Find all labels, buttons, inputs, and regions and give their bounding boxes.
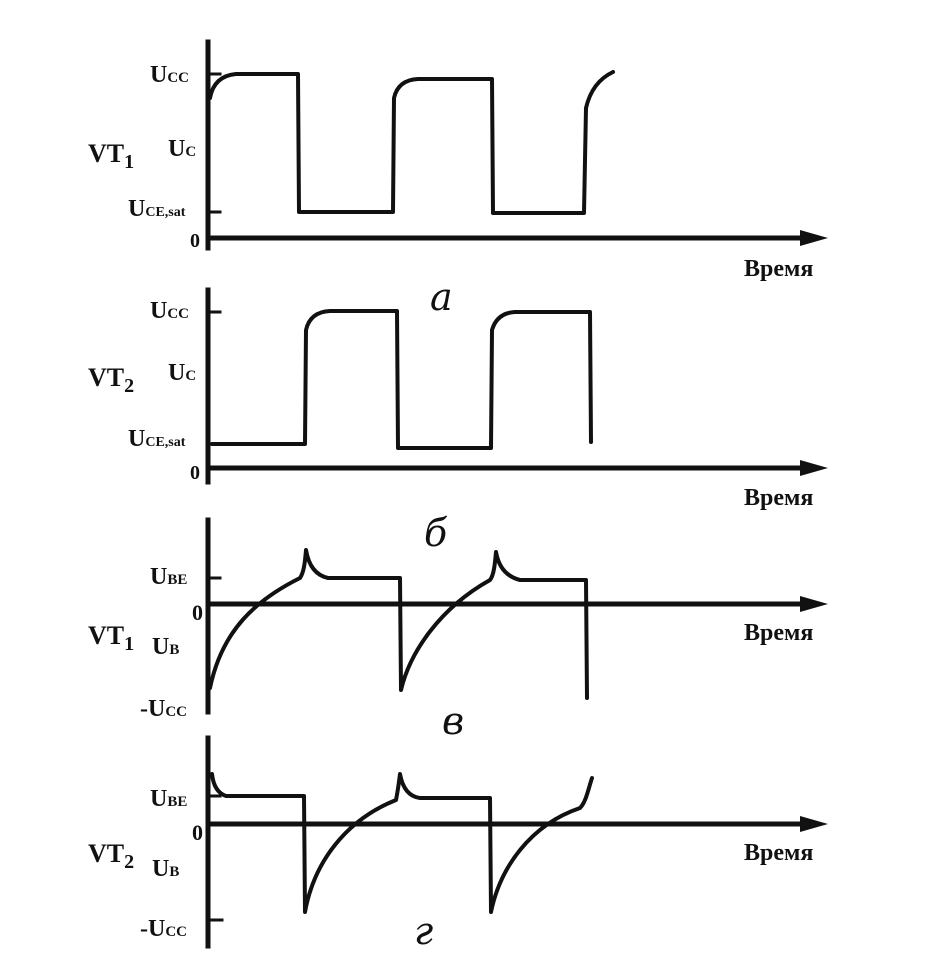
panel-g-label-ube: UBE bbox=[150, 786, 187, 812]
panel-a-x-arrow bbox=[800, 230, 828, 246]
panel-a-time-label: Время bbox=[744, 256, 813, 282]
panel-g: UBE 0 VT2 UB -UCC Время г bbox=[88, 735, 828, 953]
panel-a-label-transistor: VT1 bbox=[88, 139, 134, 173]
panel-b-x-arrow bbox=[800, 460, 828, 476]
panel-g-x-arrow bbox=[800, 816, 828, 832]
panel-a-label-zero: 0 bbox=[190, 230, 200, 252]
panel-v-base-waveform bbox=[208, 548, 589, 700]
panel-b-label-ucc: UCC bbox=[150, 298, 189, 324]
panel-b-label-transistor: VT2 bbox=[88, 363, 134, 397]
panel-v-caption: в bbox=[442, 699, 464, 743]
panel-b-label-ucesat: UCE,sat bbox=[128, 426, 186, 452]
panel-b-label-signal: UC bbox=[168, 360, 196, 386]
panel-b-time-label: Время bbox=[744, 485, 813, 511]
panel-g-label-signal: UB bbox=[152, 856, 179, 882]
panel-g-label-transistor: VT2 bbox=[88, 839, 134, 873]
panel-g-label-minus-ucc: -UCC bbox=[140, 916, 187, 942]
panel-g-base-waveform bbox=[210, 772, 594, 914]
panel-g-label-zero: 0 bbox=[192, 820, 203, 845]
panel-a-collector-waveform bbox=[208, 70, 615, 215]
panel-g-time-label: Время bbox=[744, 840, 813, 866]
panel-a-label-ucc: UCC bbox=[150, 62, 189, 88]
panel-b-caption: б bbox=[424, 511, 448, 555]
panel-v: UBE 0 VT1 UB -UCC Время в bbox=[88, 517, 828, 743]
panel-v-label-transistor: VT1 bbox=[88, 621, 134, 655]
panel-v-label-ube: UBE bbox=[150, 564, 187, 590]
panel-g-caption: г bbox=[414, 909, 433, 953]
panel-a-caption: а bbox=[430, 275, 453, 319]
panel-b-collector-waveform bbox=[210, 309, 593, 450]
panel-b-label-zero: 0 bbox=[190, 462, 200, 484]
panel-v-label-minus-ucc: -UCC bbox=[140, 696, 187, 722]
panel-v-time-label: Время bbox=[744, 620, 813, 646]
panel-a-label-signal: UC bbox=[168, 136, 196, 162]
panel-b: UCC VT2 UC UCE,sat 0 Время б bbox=[88, 287, 828, 555]
panel-v-label-signal: UB bbox=[152, 634, 179, 660]
panel-a: UCC VT1 UC UCE,sat 0 Время а bbox=[88, 39, 828, 319]
panel-v-x-arrow bbox=[800, 596, 828, 612]
panel-a-label-ucesat: UCE,sat bbox=[128, 196, 186, 222]
panel-v-label-zero: 0 bbox=[192, 600, 203, 625]
